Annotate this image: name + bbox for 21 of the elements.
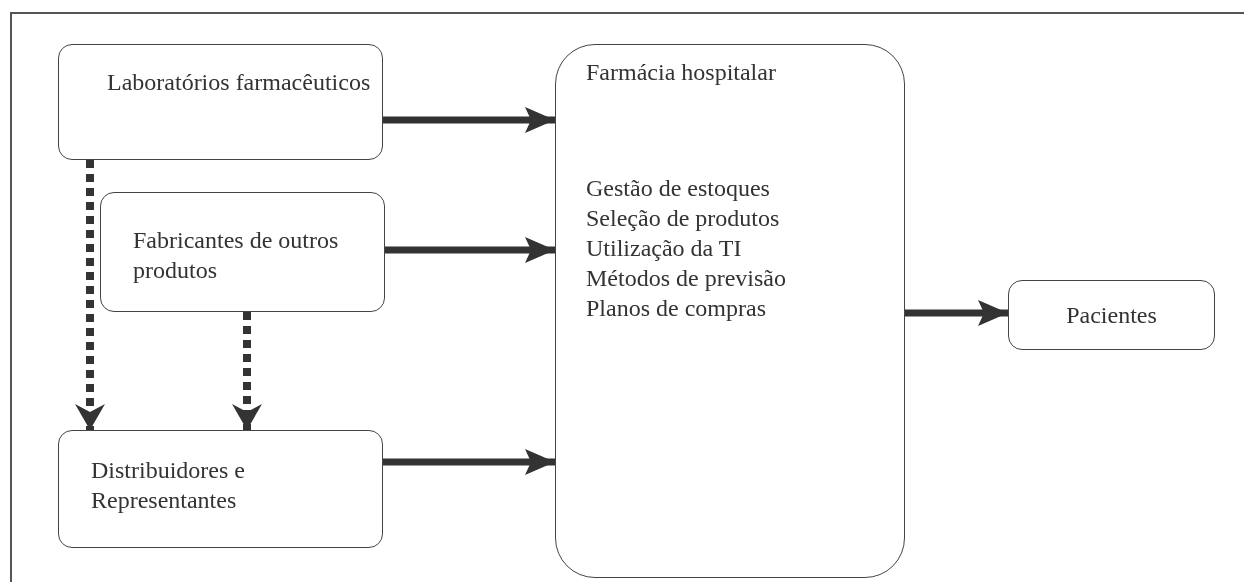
box-title: Fabricantes de outros produtos <box>133 226 340 285</box>
list-item: Gestão de estoques <box>586 174 770 203</box>
box-title: Laboratórios farmacêuticos <box>107 68 371 97</box>
process-box <box>58 44 383 160</box>
process-box <box>555 44 905 578</box>
box-title: Pacientes <box>1066 301 1157 330</box>
arrow <box>383 107 555 133</box>
list-item: Planos de compras <box>586 294 766 323</box>
process-box <box>100 192 385 312</box>
box-title: Farmácia hospitalar <box>586 58 776 87</box>
process-box <box>1008 280 1215 350</box>
list-item: Seleção de produtos <box>586 204 780 233</box>
arrow <box>383 449 555 475</box>
arrow <box>75 160 105 430</box>
arrow <box>905 300 1008 326</box>
list-item: Utilização da TI <box>586 234 742 263</box>
process-box <box>58 430 383 548</box>
arrow <box>385 237 555 263</box>
box-title: Distribuidores e Representantes <box>91 456 246 515</box>
list-item: Métodos de previsão <box>586 264 786 293</box>
arrow <box>232 312 262 430</box>
